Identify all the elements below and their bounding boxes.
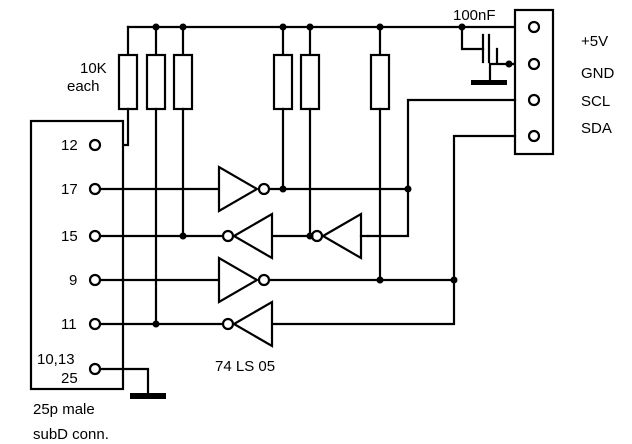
junction-dot [404, 185, 412, 193]
junction-dot [279, 185, 287, 193]
junction-dot [376, 23, 384, 31]
resistor-r6 [369, 53, 391, 111]
header-label-sda: SDA [581, 120, 612, 137]
db25-pin-gnd [88, 362, 102, 376]
capacitor-plates [481, 33, 491, 64]
db25-pin-15 [88, 229, 102, 243]
header-label-gnd: GND [581, 65, 615, 82]
db25-pin-9 [88, 273, 102, 287]
junction-dot [179, 23, 187, 31]
inverter-g4-bubble [257, 273, 271, 287]
resistor-value-label: 10K [80, 60, 107, 77]
header-pin-5v [527, 20, 541, 34]
scl-net-wire [366, 98, 517, 238]
db25-pin-label-15: 15 [61, 228, 78, 245]
db25-pin-11 [88, 317, 102, 331]
junction-dot [306, 23, 314, 31]
header-label-5v: +5V [581, 33, 608, 50]
db25-pin-17 [88, 182, 102, 196]
junction-dot [306, 232, 314, 240]
resistor-each-label: each [67, 78, 100, 95]
connector-label-line1: 25p male [33, 401, 95, 418]
inverter-g3 [320, 212, 363, 260]
junction-dot [450, 276, 458, 284]
capacitor-ground-symbol [471, 80, 507, 85]
resistor-r1 [117, 53, 139, 111]
db25-pin-12 [88, 138, 102, 152]
resistor-top-leads [126, 25, 382, 57]
db25-pin-label-12: 12 [61, 137, 78, 154]
junction-dot [152, 320, 160, 328]
resistor-r2 [145, 53, 167, 111]
junction-dots [152, 23, 513, 328]
db25-pin-label-11: 11 [61, 316, 77, 333]
header-pin-sda [527, 129, 541, 143]
resistor-r4 [272, 53, 294, 111]
header-pin-scl [527, 93, 541, 107]
db25-ground-wire [99, 367, 150, 395]
inverter-g1 [217, 165, 260, 213]
junction-dot [152, 23, 160, 31]
db25-pin-label-9: 9 [69, 272, 77, 289]
inverter-g5 [231, 300, 274, 348]
resistor-r3 [172, 53, 194, 111]
db25-connector [29, 119, 125, 391]
resistor-bottom-leads [99, 107, 382, 326]
inverter-g2 [231, 212, 274, 260]
db25-pin-label-10-13: 10,13 [37, 351, 75, 368]
resistor-r5 [299, 53, 321, 111]
inverter-g2-bubble [221, 229, 235, 243]
capacitor-value-label: 100nF [453, 7, 496, 24]
db25-pin-label-25: 25 [61, 370, 78, 387]
header-pin-gnd [527, 57, 541, 71]
connector-label-line2: subD conn. [33, 426, 109, 443]
chip-part-label: 74 LS 05 [215, 358, 275, 375]
junction-dot [376, 276, 384, 284]
inverter-g1-bubble [257, 182, 271, 196]
db25-pin-label-17: 17 [61, 181, 78, 198]
sda-net-wire [268, 134, 517, 326]
junction-dot [179, 232, 187, 240]
inverter-g4 [217, 256, 260, 304]
inverter-g5-bubble [221, 317, 235, 331]
db25-ground-symbol [130, 393, 166, 399]
header-label-scl: SCL [581, 93, 610, 110]
junction-dot [458, 23, 466, 31]
junction-dot [505, 60, 513, 68]
junction-dot [279, 23, 287, 31]
